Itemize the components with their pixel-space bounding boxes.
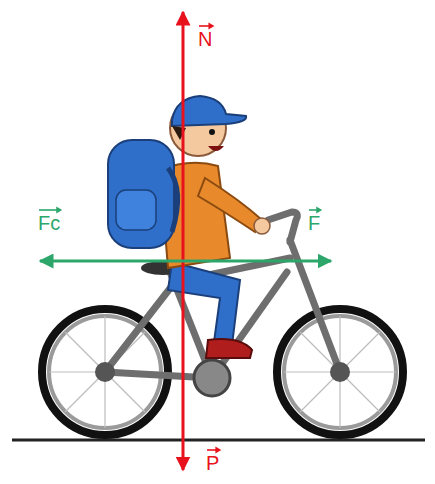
force-label: Fc [38, 212, 60, 234]
boy [108, 96, 270, 358]
force-axis-vertical [182, 12, 185, 470]
vector-arrow [39, 209, 57, 211]
vector-arrow [309, 209, 317, 211]
ground-line [12, 439, 425, 442]
force-label: P [206, 452, 219, 474]
force-label: N [198, 28, 212, 50]
vector-arrow [207, 449, 216, 451]
vector-arrow [199, 25, 209, 27]
force-label: F [308, 212, 320, 234]
force-axis-horizontal [40, 260, 331, 263]
